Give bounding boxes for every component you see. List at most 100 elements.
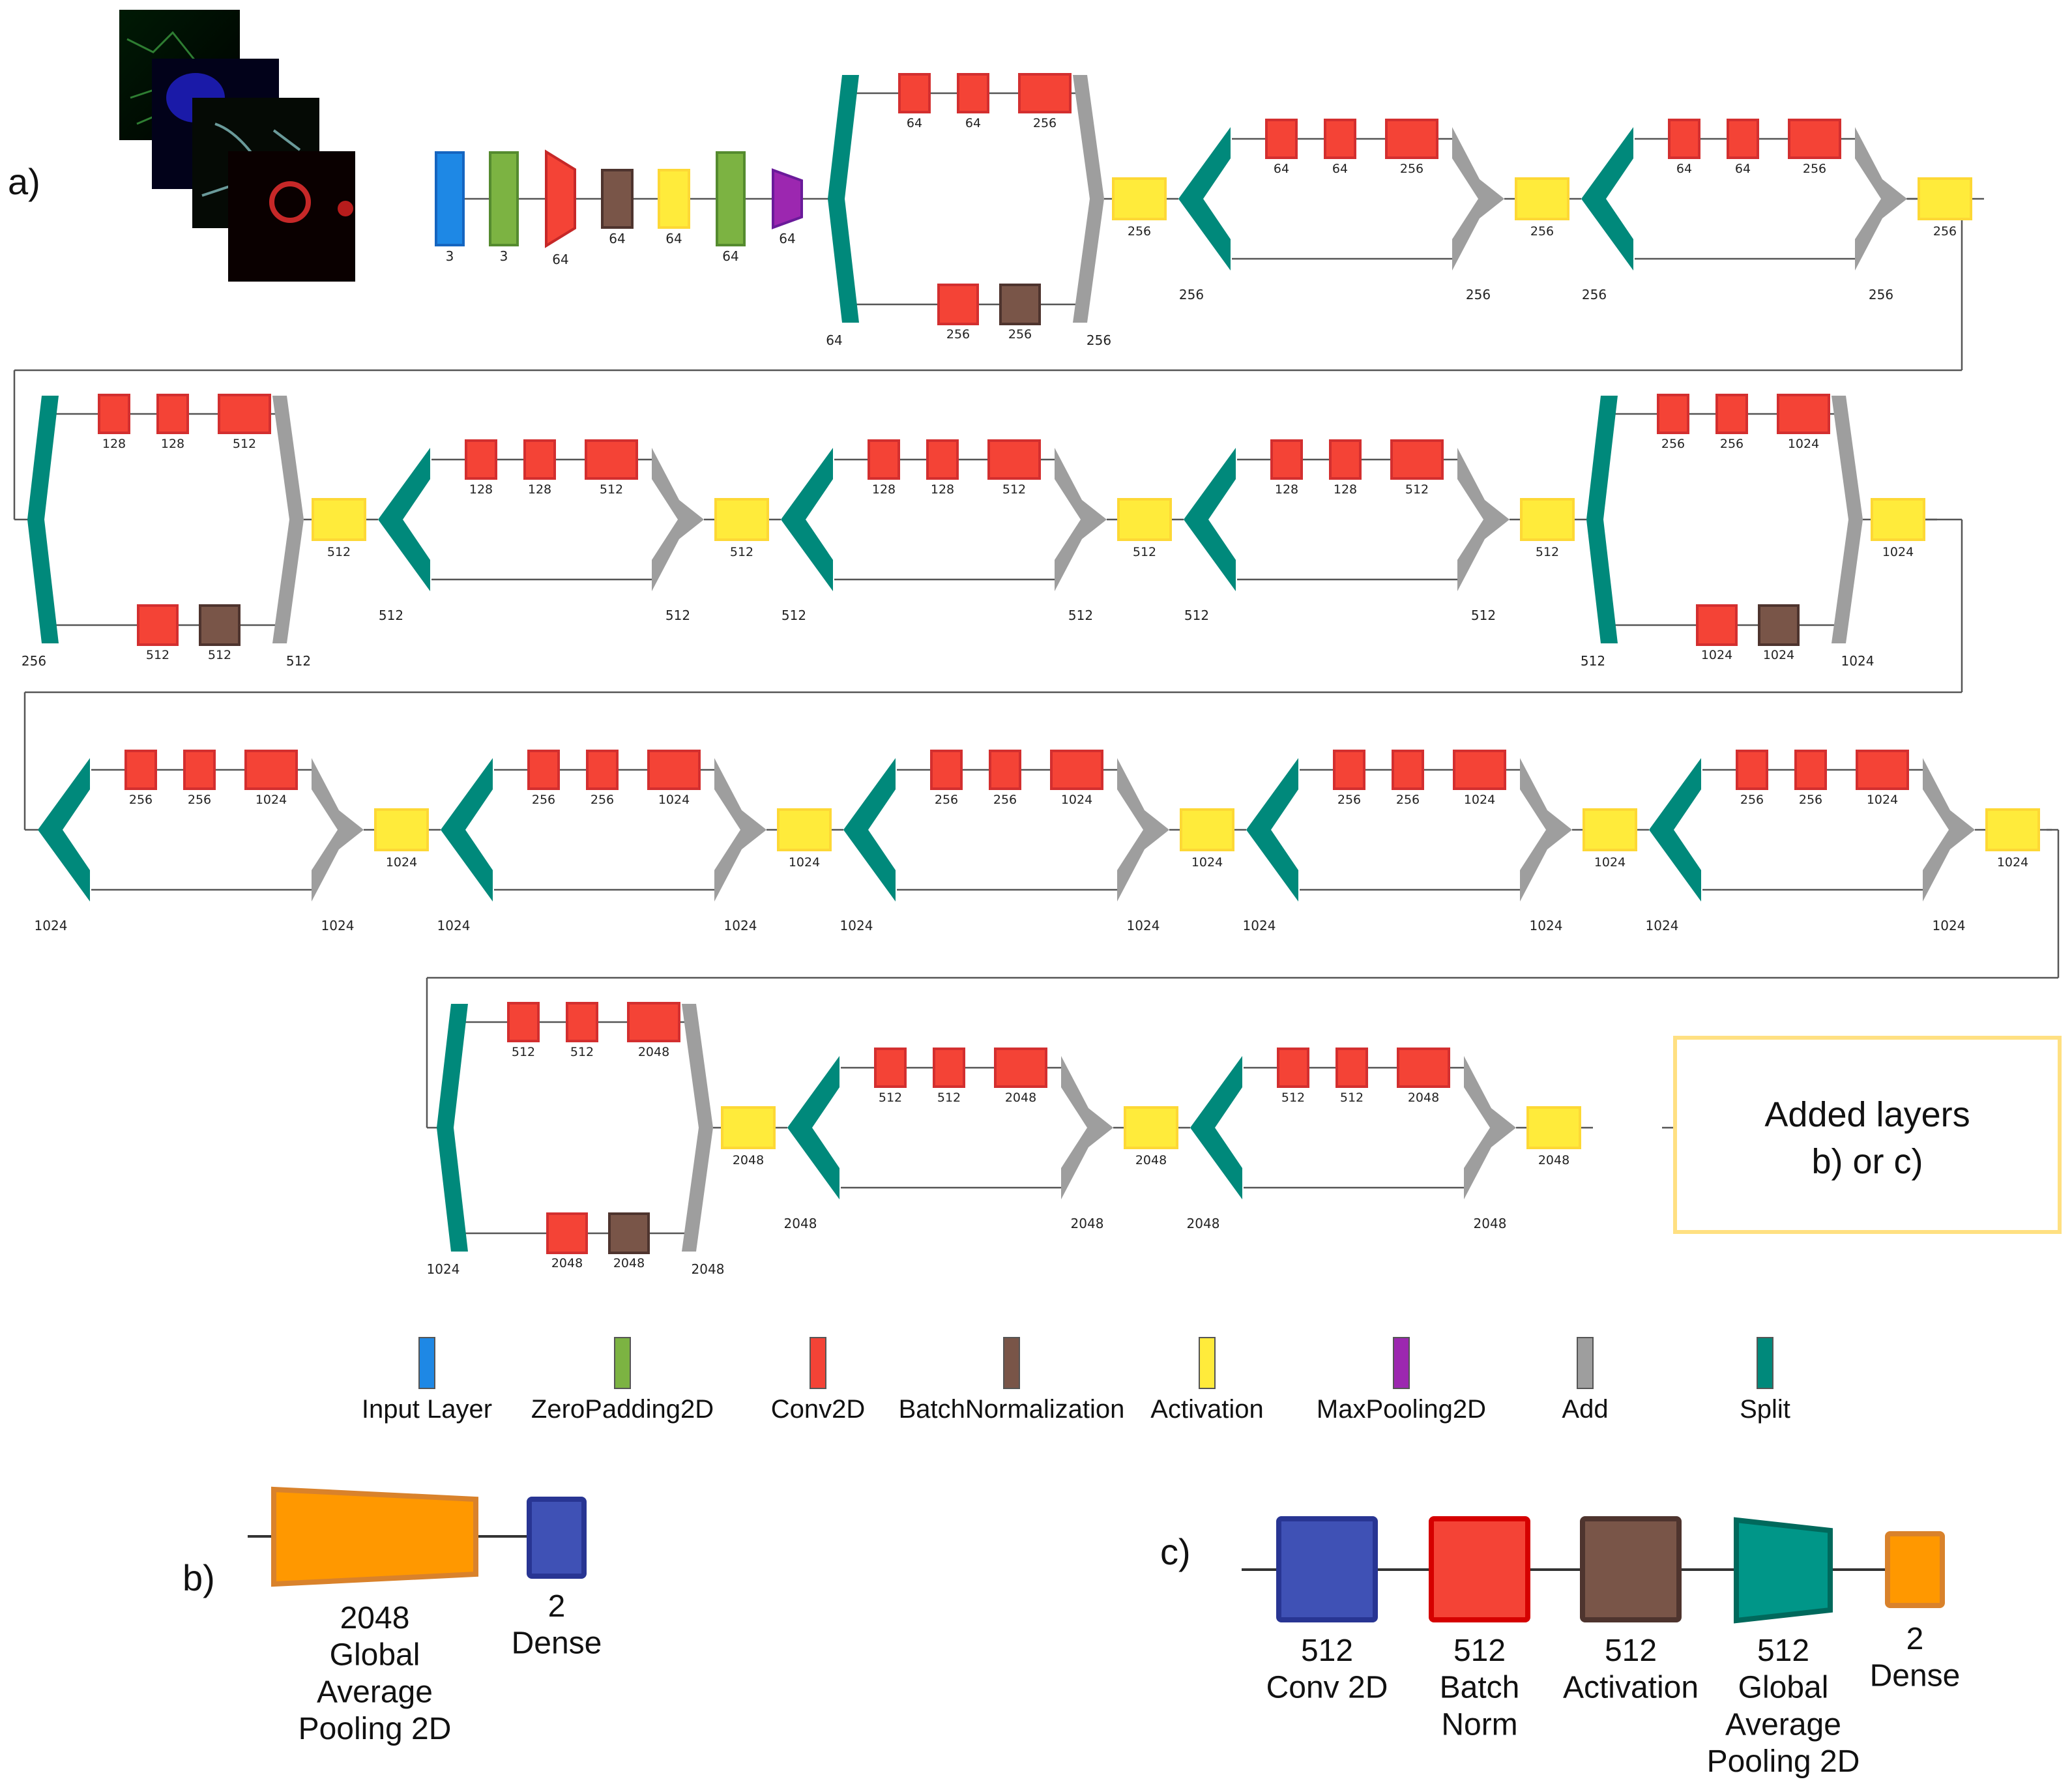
add-label: 1024 <box>1127 918 1160 933</box>
conv2d-label: 256 <box>591 793 614 807</box>
conv2d-node <box>137 604 179 646</box>
activation-node <box>1124 1106 1178 1149</box>
conv2d-label: 1024 <box>1701 648 1732 662</box>
conv2d-label: 512 <box>879 1091 902 1105</box>
conv2d-node <box>1727 119 1759 159</box>
conv2d-node <box>930 750 963 790</box>
activation-label: 512 <box>1133 545 1156 559</box>
add-label: 2048 <box>692 1261 725 1277</box>
conv2d-node <box>1856 750 1909 790</box>
activation-label: 2048 <box>1538 1153 1569 1167</box>
conv2d-node <box>1696 604 1738 646</box>
split-node <box>828 75 859 323</box>
add-node <box>1923 758 1975 901</box>
conv2d-node <box>1794 750 1827 790</box>
legend-label: ZeroPadding2D <box>531 1395 714 1424</box>
stem-zeropadding <box>489 151 519 246</box>
conv2d-label: 256 <box>129 793 153 807</box>
conv2d-label: 128 <box>931 482 954 497</box>
conv2d-label: 64 <box>1676 162 1692 176</box>
conv2d-node <box>183 750 216 790</box>
conv2d-node <box>1018 73 1072 113</box>
conv2d-node <box>1050 750 1103 790</box>
conv2d-label: 2048 <box>551 1256 583 1270</box>
activation-label: 1024 <box>789 855 820 870</box>
conv2d-label: 128 <box>469 482 493 497</box>
conv2d-label: 256 <box>1799 793 1822 807</box>
panel-label-b: b) <box>182 1557 215 1598</box>
head-label: Average <box>1725 1707 1841 1742</box>
conv2d-node <box>218 394 271 434</box>
split-label: 2048 <box>784 1216 817 1231</box>
legend-label: Input Layer <box>362 1395 492 1424</box>
conv2d-swatch <box>810 1337 826 1389</box>
conv2d-label: 512 <box>570 1045 594 1059</box>
split-node <box>1649 758 1701 901</box>
conv2d-label: 512 <box>1002 482 1026 497</box>
split-node <box>378 448 430 591</box>
activation-label: 512 <box>327 545 351 559</box>
legend-label: BatchNormalization <box>899 1395 1125 1424</box>
conv2d-label: 128 <box>872 482 896 497</box>
conv2d-node <box>507 1002 540 1042</box>
conv2d-node <box>244 750 298 790</box>
conv2d-node <box>627 1002 680 1042</box>
dense-node <box>527 1497 587 1579</box>
image-red-channel <box>228 151 355 282</box>
conv2d-node <box>1390 439 1444 480</box>
head-label: 512 <box>1757 1634 1809 1668</box>
head-label: Conv 2D <box>1266 1671 1388 1705</box>
dense-node <box>1885 1531 1945 1608</box>
zeropadding-swatch <box>614 1337 631 1389</box>
activation-node <box>777 808 832 851</box>
add-label: 2048 <box>1474 1216 1507 1231</box>
conv2d-node <box>1397 1048 1450 1088</box>
legend-label: Split <box>1740 1395 1790 1424</box>
head-label: Activation <box>1563 1671 1699 1705</box>
add-node <box>1452 127 1504 271</box>
add-node <box>312 758 364 901</box>
conv2d-node <box>586 750 619 790</box>
conv2d-label: 512 <box>937 1091 961 1105</box>
conv2d-label: 1024 <box>658 793 690 807</box>
head-label: 512 <box>1605 1634 1657 1668</box>
conv2d-label: 2048 <box>638 1045 669 1059</box>
input-image-stack <box>119 10 355 282</box>
conv2d-node <box>1736 750 1768 790</box>
activation-node <box>1985 808 2040 851</box>
stem-maxpooling2d <box>772 168 803 229</box>
batchnorm-swatch <box>1003 1337 1020 1389</box>
conv2d-node <box>898 73 931 113</box>
conv2d-node <box>1324 119 1356 159</box>
conv2d-node <box>868 439 900 480</box>
head-label: 512 <box>1301 1634 1353 1668</box>
conv2d-node <box>523 439 556 480</box>
conv2d-label: 256 <box>946 327 970 342</box>
conv2d-label: 256 <box>993 793 1017 807</box>
add-label: 512 <box>1068 608 1093 623</box>
activation-node <box>1515 177 1569 220</box>
activation-node <box>721 1106 776 1149</box>
conv2d-label: 256 <box>1337 793 1361 807</box>
add-node <box>1855 127 1907 271</box>
added-layers-box: Added layers b) or c) <box>1673 1036 2062 1234</box>
split-node <box>781 448 833 591</box>
split-node <box>1246 758 1298 901</box>
conv2d-node <box>1777 394 1830 434</box>
conv2d-label: 1024 <box>1464 793 1495 807</box>
stem-activation <box>658 169 690 229</box>
stem-zeropadding <box>716 151 746 246</box>
split-node <box>843 758 896 901</box>
add-node <box>1457 448 1510 591</box>
conv2d-label: 512 <box>1281 1091 1305 1105</box>
conv2d-node <box>1270 439 1303 480</box>
conv2d-label: 128 <box>528 482 551 497</box>
split-node <box>787 1056 839 1199</box>
add-label: 1024 <box>724 918 757 933</box>
activation-node <box>714 498 769 541</box>
conv2d-label: 256 <box>935 793 958 807</box>
split-label: 1024 <box>427 1261 460 1277</box>
add-label: 1024 <box>321 918 355 933</box>
activation-label: 1024 <box>386 855 417 870</box>
